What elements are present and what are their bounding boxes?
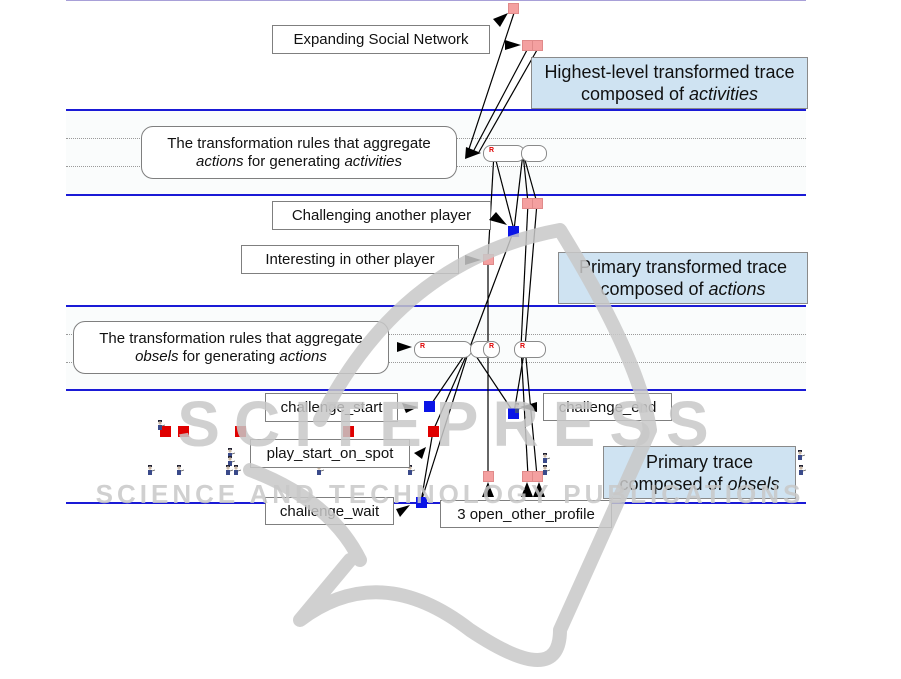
arrow-icon bbox=[533, 482, 545, 497]
player-figure-icon bbox=[234, 465, 241, 475]
caption-line1: Highest-level transformed trace bbox=[544, 62, 795, 82]
rule-box[interactable]: R bbox=[483, 145, 525, 162]
rule-box[interactable] bbox=[521, 145, 547, 162]
arrow-icon bbox=[520, 402, 537, 412]
caption-term: obsels bbox=[727, 473, 780, 494]
player-figure-icon bbox=[799, 465, 806, 475]
wire bbox=[478, 49, 538, 153]
activity-obsel[interactable] bbox=[508, 3, 519, 14]
obsel-play[interactable] bbox=[160, 426, 171, 437]
wire bbox=[513, 152, 524, 231]
wire bbox=[493, 152, 515, 231]
arrow-icon bbox=[521, 482, 533, 497]
wire bbox=[472, 49, 528, 153]
rule-marker: R bbox=[489, 147, 495, 154]
player-figure-icon bbox=[177, 465, 184, 475]
player-figure-icon bbox=[228, 448, 235, 458]
player-figure-icon bbox=[148, 465, 155, 475]
caption-prefix: composed of bbox=[580, 84, 690, 104]
rules-term-to: activities bbox=[344, 152, 402, 170]
arrow-icon bbox=[489, 212, 507, 225]
arrow-icon bbox=[493, 13, 508, 27]
wire bbox=[522, 152, 529, 204]
obsel-play[interactable] bbox=[178, 426, 189, 437]
obsel-play[interactable] bbox=[235, 426, 246, 437]
arrow-icon bbox=[397, 342, 412, 352]
rules-line2: actions for generating activities bbox=[196, 153, 402, 171]
arrow-icon bbox=[414, 447, 426, 459]
separator-line bbox=[66, 194, 806, 196]
arrow-icon bbox=[465, 147, 481, 159]
player-figure-icon bbox=[228, 456, 235, 466]
activity-obsel[interactable] bbox=[532, 40, 543, 51]
separator-line bbox=[66, 109, 806, 111]
rules-term-from: actions bbox=[196, 152, 244, 170]
caption-highest-level-trace: Highest-level transformed trace composed… bbox=[531, 57, 808, 109]
arrow-icon bbox=[482, 482, 494, 497]
player-figure-icon bbox=[158, 420, 165, 430]
wire bbox=[467, 12, 515, 153]
caption-term: activities bbox=[689, 84, 759, 104]
rules-mid: for generating bbox=[243, 152, 345, 170]
rules-actions-to-activities-box: The transformation rules that aggregate … bbox=[141, 126, 457, 179]
arrow-icon bbox=[505, 40, 521, 50]
arrow-icon bbox=[465, 255, 481, 265]
label-expanding-social-network: Expanding Social Network bbox=[272, 25, 490, 54]
player-figure-icon bbox=[798, 450, 805, 460]
caption-term: actions bbox=[708, 279, 766, 299]
arrow-icon bbox=[402, 403, 418, 413]
caption-line2: composed of activities bbox=[581, 83, 758, 105]
action-obsel[interactable] bbox=[532, 198, 543, 209]
label-text: Expanding Social Network bbox=[293, 31, 469, 48]
rules-line1: The transformation rules that aggregate bbox=[167, 134, 431, 152]
label-text: Challenging another player bbox=[291, 207, 472, 224]
rules-term-from: obsels bbox=[135, 347, 179, 365]
top-border-line bbox=[66, 0, 806, 1]
player-figure-icon bbox=[226, 465, 233, 475]
caption-line1: Primary trace bbox=[645, 451, 753, 472]
arrow-icon bbox=[396, 505, 410, 517]
